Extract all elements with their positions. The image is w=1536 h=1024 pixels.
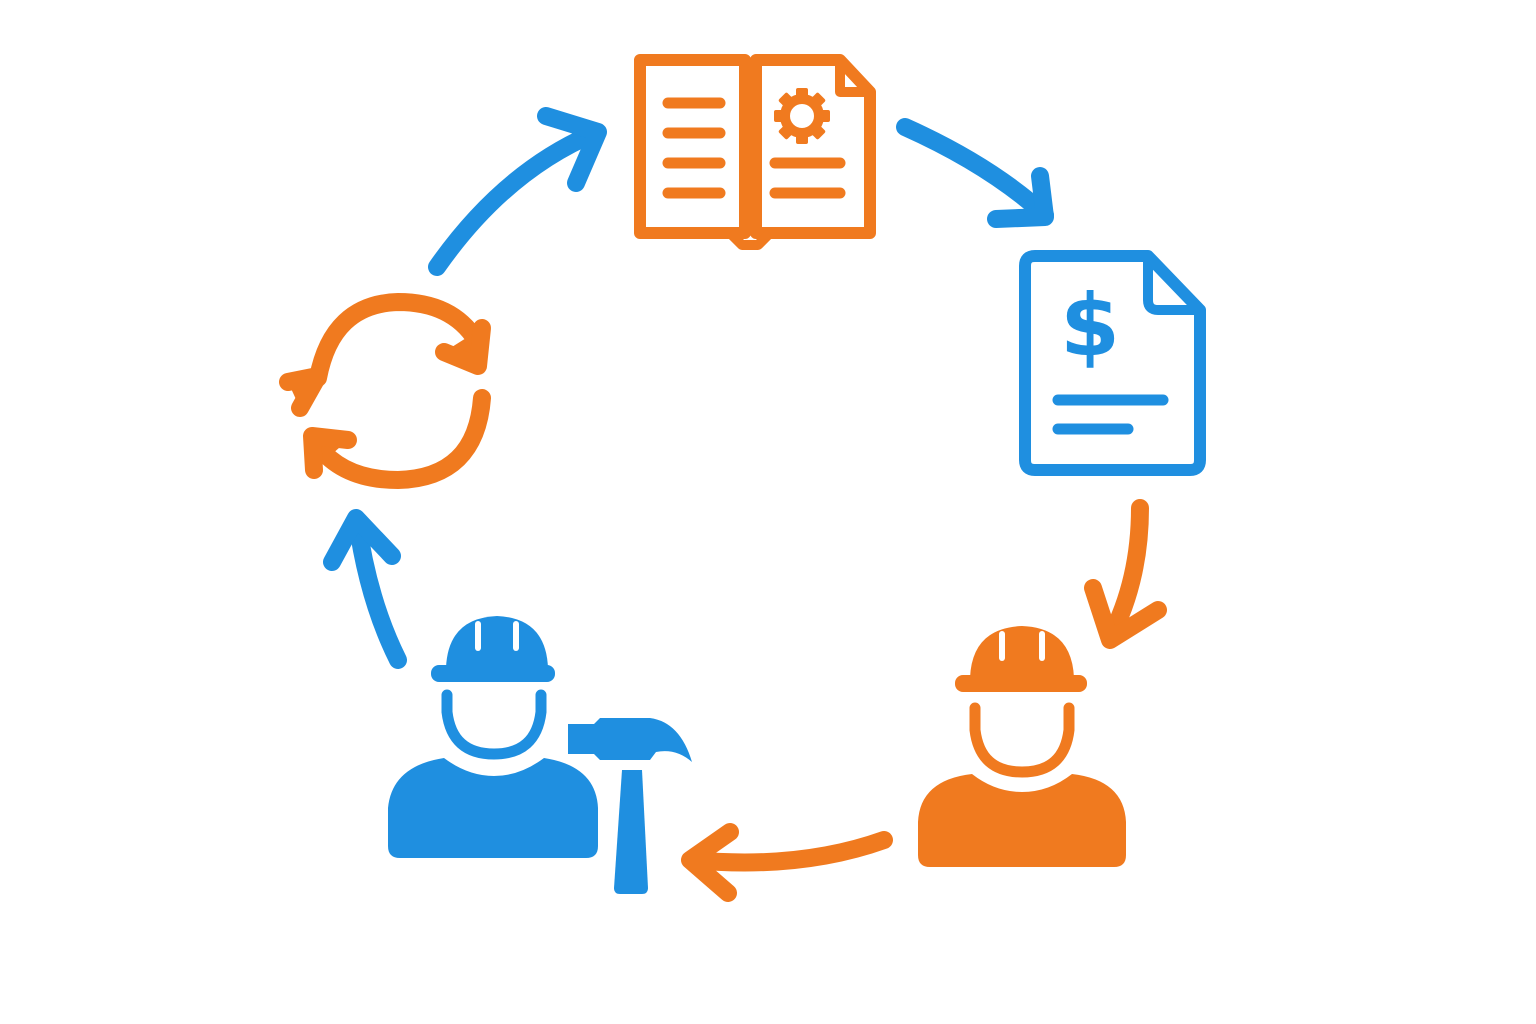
worker-with-hammer-icon	[388, 616, 692, 894]
invoice-dollar-icon: $	[1019, 250, 1206, 476]
arrow-manual-to-invoice	[896, 118, 1054, 228]
open-book-gear-icon	[634, 54, 876, 250]
arrow-builder-to-repeat	[323, 509, 407, 669]
arrow-contractor-to-builder	[681, 823, 893, 902]
arrow-invoice-to-contractor	[1084, 499, 1167, 649]
svg-text:$: $	[1060, 276, 1120, 376]
refresh-cycle-icon	[279, 293, 491, 489]
hammer-icon	[568, 718, 692, 894]
arrow-repeat-to-manual	[428, 107, 607, 276]
construction-worker-icon	[918, 626, 1126, 867]
